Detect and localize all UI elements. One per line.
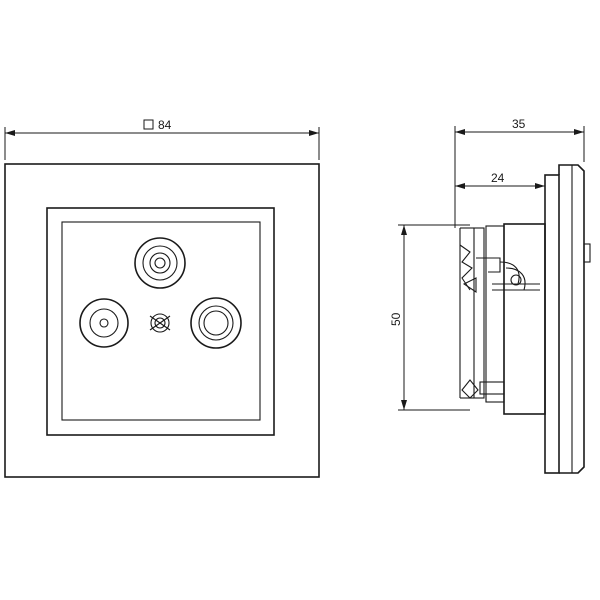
height-dimension: 50: [389, 224, 470, 411]
tv-socket: [134, 237, 186, 289]
front-view: 84: [4, 118, 320, 478]
bottom-clip: [461, 379, 505, 402]
depth-partial-label: 24: [491, 171, 505, 185]
depth-partial-dimension: 24: [455, 171, 545, 189]
frame-profile: [544, 164, 591, 474]
outer-frame: [4, 163, 320, 478]
height-label: 50: [389, 312, 403, 326]
center-plate: [46, 207, 275, 436]
width-dimension: 84: [4, 118, 320, 160]
clamp-mechanism: [459, 244, 540, 294]
square-symbol-icon: [143, 119, 154, 130]
width-label: 84: [158, 118, 172, 132]
screw-icon: [149, 313, 171, 333]
depth-total-dimension: 35: [454, 117, 585, 228]
mounting-insert: [459, 223, 546, 415]
side-view: 35 24 50: [389, 117, 591, 474]
radio-socket: [79, 298, 129, 348]
sat-socket: [190, 297, 242, 349]
depth-total-label: 35: [512, 117, 526, 131]
